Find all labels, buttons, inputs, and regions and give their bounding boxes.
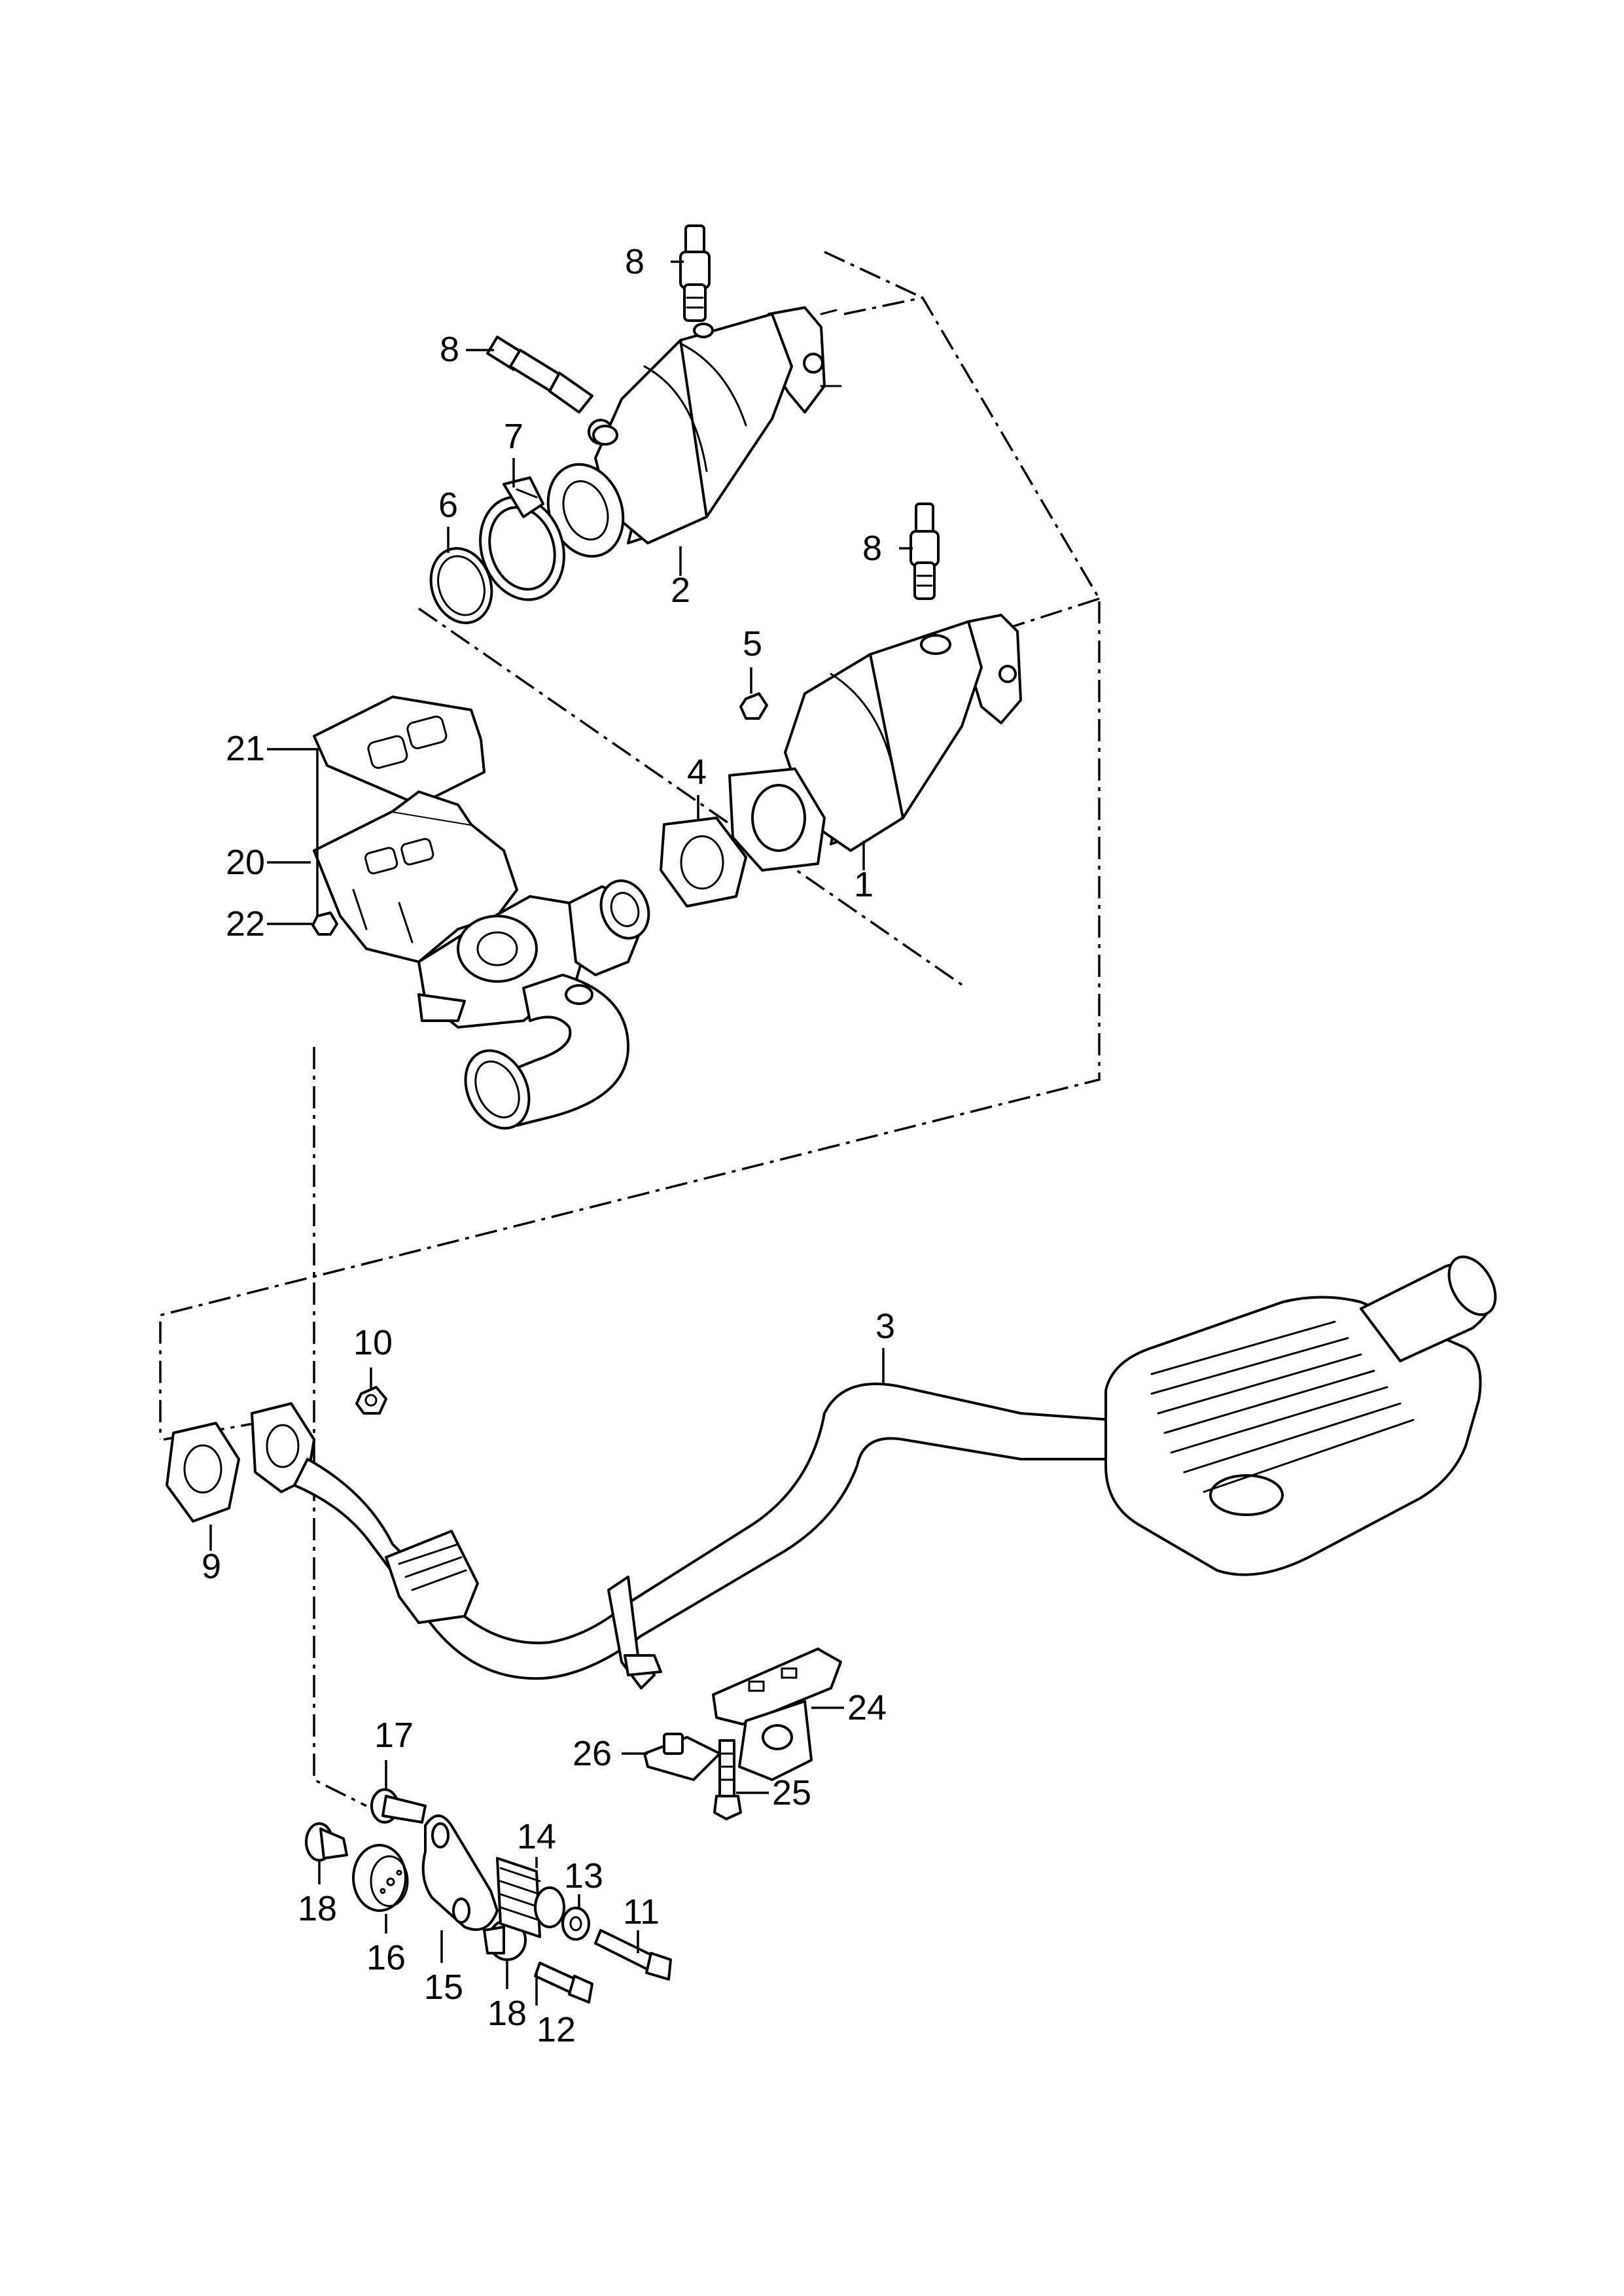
spring-14[interactable]	[496, 1857, 565, 1938]
callout-6: 6	[438, 486, 458, 525]
bracket-24[interactable]	[712, 1648, 842, 1781]
callout-13: 13	[564, 1856, 603, 1896]
oxygen-sensor-right[interactable]	[909, 503, 940, 600]
rubber-mount-16[interactable]	[352, 1844, 409, 1912]
callout-25: 25	[772, 1773, 811, 1812]
callout-8-top: 8	[625, 242, 644, 281]
buffer-18-left[interactable]	[305, 1822, 348, 1862]
callout-15: 15	[424, 1968, 463, 2007]
bracket-15[interactable]	[421, 1814, 499, 1931]
bolt-11[interactable]	[594, 1929, 672, 1981]
callout-26: 26	[573, 1734, 612, 1773]
nut-10[interactable]	[355, 1386, 387, 1415]
callout-18-left: 18	[298, 1889, 337, 1928]
callout-3: 3	[875, 1307, 895, 1346]
callout-24: 24	[847, 1688, 887, 1727]
callout-10: 10	[353, 1323, 393, 1362]
callout-22: 22	[226, 904, 265, 944]
callout-18-right: 18	[487, 1994, 527, 2033]
nut-5[interactable]	[739, 692, 768, 720]
callout-8-middle: 8	[440, 330, 459, 369]
callout-1: 1	[854, 865, 874, 904]
bolt-12[interactable]	[534, 1962, 593, 2004]
callout-9: 9	[202, 1547, 221, 1586]
callout-labels: 8 8 8 7 6 2 5 4 1 21 20 22 10 3 9 24 26 …	[202, 242, 895, 2049]
gasket-21[interactable]	[313, 696, 485, 806]
nut-22[interactable]	[311, 911, 338, 936]
catalytic-converter-upper[interactable]	[536, 306, 842, 567]
callout-8-right: 8	[862, 529, 882, 568]
catalytic-converter-lower[interactable]	[728, 614, 1022, 872]
exhaust-pipe-with-muffler[interactable]	[251, 1248, 1505, 1689]
bolt-17[interactable]	[370, 1788, 427, 1824]
callout-7: 7	[504, 417, 523, 456]
oxygen-sensor-middle[interactable]	[486, 336, 614, 445]
callout-21: 21	[226, 729, 265, 768]
callout-4: 4	[687, 752, 707, 792]
seal-ring[interactable]	[421, 540, 501, 631]
washer-13[interactable]	[561, 1907, 590, 1941]
oxygen-sensor-top[interactable]	[679, 224, 711, 322]
callout-16: 16	[366, 1938, 406, 1977]
exhaust-clamp[interactable]	[467, 476, 576, 610]
gasket-9[interactable]	[166, 1422, 240, 1523]
callout-2: 2	[671, 571, 690, 610]
callout-14: 14	[517, 1817, 556, 1856]
bolt-25[interactable]	[713, 1739, 742, 1820]
callout-12: 12	[537, 2010, 576, 2049]
clip-nut-26[interactable]	[643, 1733, 721, 1781]
turbocharger[interactable]	[313, 790, 656, 1139]
callout-leaders	[209, 260, 913, 2005]
callout-5: 5	[743, 624, 762, 663]
gasket-4[interactable]	[660, 817, 747, 908]
callout-17: 17	[374, 1716, 414, 1755]
callout-20: 20	[226, 843, 265, 882]
callout-11: 11	[623, 1892, 660, 1932]
